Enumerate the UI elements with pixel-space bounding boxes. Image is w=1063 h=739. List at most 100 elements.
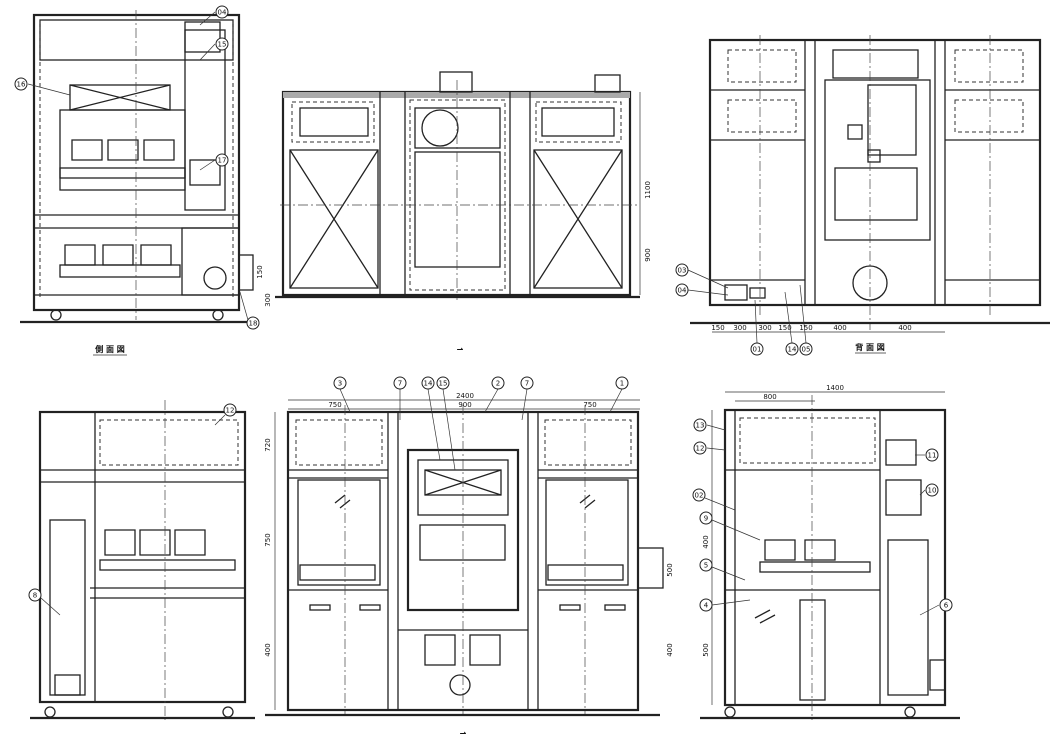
right-dim-v2: 500	[702, 643, 710, 656]
callout-bubble	[14, 77, 28, 91]
drawing-line	[954, 49, 1024, 83]
callout-bubble	[692, 488, 706, 502]
front-dim-v2: 750	[264, 533, 272, 546]
drawing-line	[32, 13, 241, 312]
drawing-line	[533, 149, 623, 289]
drawing-line	[759, 561, 871, 573]
callout-4: 4	[699, 598, 751, 612]
drawing-line	[359, 604, 381, 611]
front-top-dim-2: 900	[644, 248, 652, 261]
drawing-label: 9	[704, 515, 708, 523]
drawing-line	[609, 388, 623, 413]
drawing-line	[754, 299, 758, 344]
drawing-line	[867, 84, 917, 156]
drawing-label: 8	[33, 592, 37, 600]
drawing-line	[419, 524, 506, 561]
callout-16: 16	[14, 77, 71, 96]
drawing-line	[708, 38, 1042, 307]
drawing-label: 16	[17, 81, 26, 89]
callout-5: 5	[699, 558, 746, 581]
drawing-line	[339, 388, 351, 413]
drawing-label: 05	[802, 346, 811, 354]
drawing-line	[559, 604, 581, 611]
callout-02: 02	[692, 488, 736, 511]
drawing-line	[704, 497, 736, 511]
front-dim-center: 900	[458, 401, 471, 409]
drawing-line	[799, 599, 826, 701]
callout-6: 6	[919, 598, 953, 616]
drawing-line	[199, 159, 216, 171]
drawing-label: 12	[696, 445, 705, 453]
right-dim-v1: 400	[702, 535, 710, 548]
back-dim-6: 400	[833, 324, 846, 332]
callout-bubble	[520, 376, 534, 390]
callout-bubble	[925, 448, 939, 462]
drawing-line	[299, 107, 369, 137]
callout-14: 14	[421, 376, 441, 461]
front-top-dim-1: 1100	[644, 181, 652, 199]
drawing-line	[309, 604, 331, 611]
front-elevation: 2400 750 900 750 720 750 400 400 500 3 7…	[264, 376, 674, 738]
drawing-label: 4	[704, 602, 709, 610]
drawing-line	[203, 266, 227, 290]
callout-9: 9	[699, 511, 761, 541]
drawing-line	[442, 388, 456, 471]
drawing-line	[414, 107, 501, 149]
drawing-label: 7	[398, 380, 402, 388]
drawing-line	[214, 414, 226, 426]
callout-bubble	[675, 263, 689, 277]
drawing-line	[297, 479, 381, 586]
drawing-line	[754, 609, 776, 624]
back-view-caption: 背 面 図	[855, 342, 885, 352]
drawing-line	[469, 634, 501, 666]
drawing-line	[764, 539, 836, 561]
callout-14: 14	[784, 291, 799, 356]
drawing-line	[59, 264, 181, 278]
drawing-line	[199, 43, 216, 61]
callout-bubble	[491, 376, 505, 390]
callout-bubble	[436, 376, 450, 390]
drawing-line	[238, 254, 254, 291]
callout-8: 8	[28, 588, 61, 616]
front-elevation-caption: ⇀	[460, 729, 467, 738]
drawing-line	[535, 101, 622, 143]
callout-04: 04	[675, 283, 729, 297]
callout-bubble	[333, 376, 347, 390]
callout-12: 12	[693, 441, 726, 455]
callout-bubble	[693, 441, 707, 455]
drawing-line	[706, 447, 726, 451]
drawing-line	[739, 417, 876, 464]
drawing-label: 2	[496, 380, 500, 388]
drawing-line	[706, 424, 726, 431]
drawing-line	[832, 49, 919, 79]
drawing-line	[414, 151, 501, 268]
drawing-line	[604, 604, 626, 611]
drawing-line	[711, 566, 746, 581]
callout-05: 05	[799, 284, 813, 356]
drawing-line	[904, 706, 916, 718]
drawing-line	[594, 74, 621, 93]
callout-bubble	[699, 598, 713, 612]
drawing-line	[104, 529, 206, 556]
callout-bubble	[215, 5, 229, 19]
callout-bubble	[421, 376, 435, 390]
drawing-line	[749, 287, 766, 299]
drawing-label: 14	[424, 380, 433, 388]
callout-bubble	[699, 558, 713, 572]
drawing-line	[449, 674, 471, 696]
drawing-label: 7	[525, 380, 529, 388]
front-top-view: 1100 900 ⇀	[275, 71, 652, 354]
drawing-label: 3	[338, 380, 342, 388]
callout-bubble	[393, 376, 407, 390]
drawing-label: 04	[678, 287, 687, 295]
drawing-line	[727, 49, 797, 83]
drawing-line	[184, 29, 226, 211]
drawing-line	[547, 564, 624, 581]
drawing-line	[867, 149, 881, 163]
drawing-label: 6	[944, 602, 949, 610]
front-dim-v1: 720	[264, 438, 272, 451]
callout-bubble	[699, 511, 713, 525]
side-view-caption: 側 面 図	[94, 344, 125, 354]
callout-bubble	[215, 37, 229, 51]
drawing-label: 12	[226, 407, 235, 415]
